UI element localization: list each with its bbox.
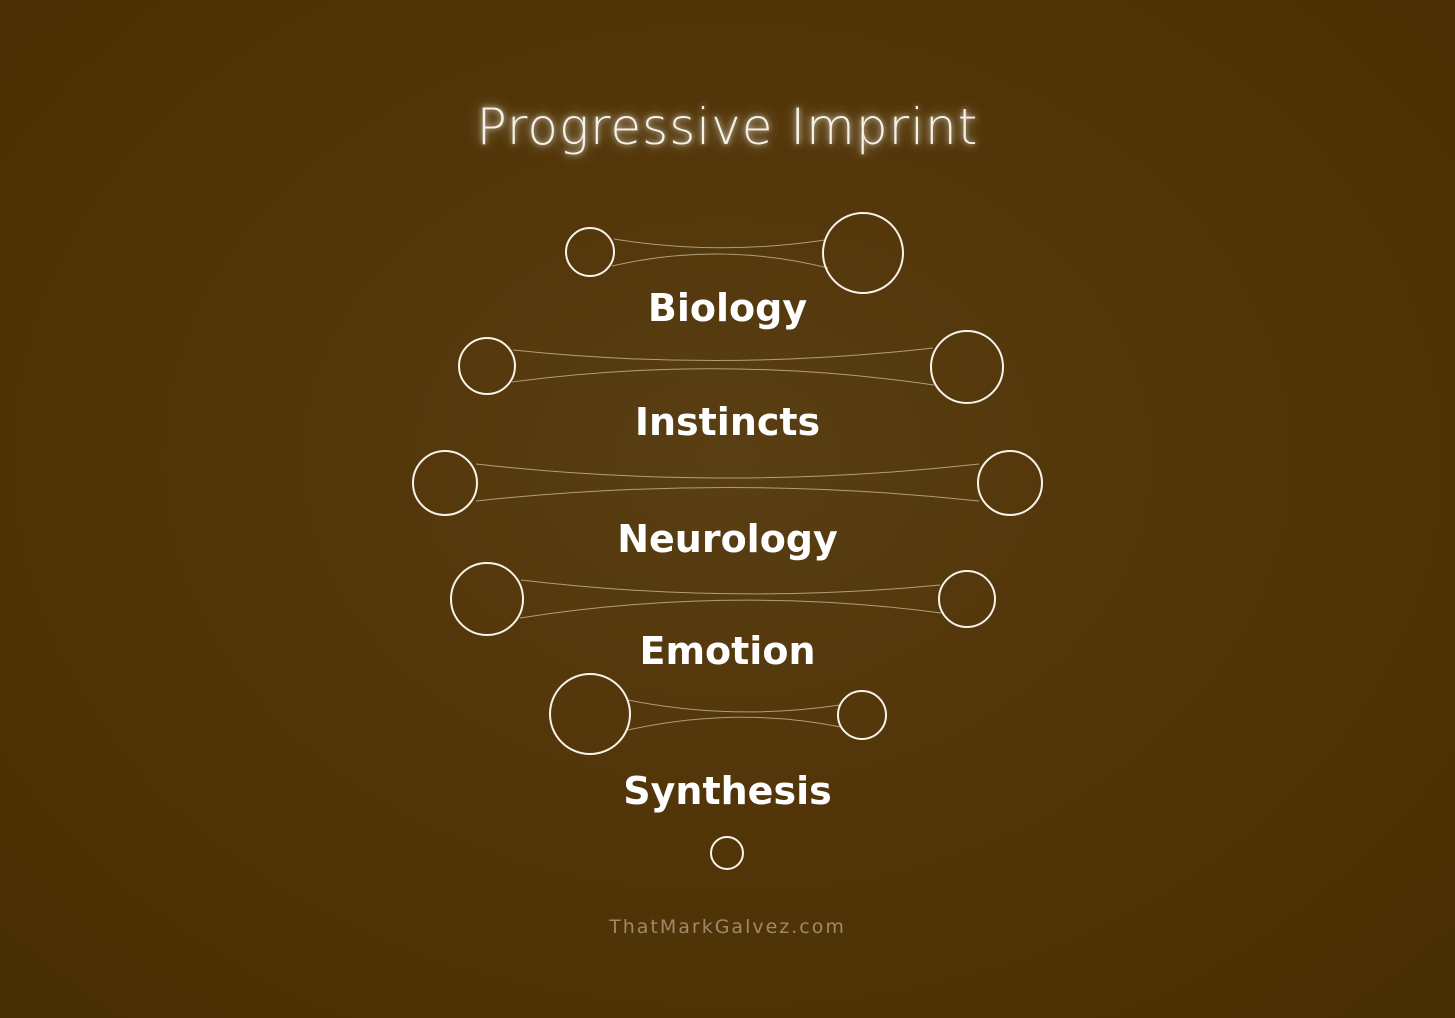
diagram-title: Progressive Imprint [476,98,979,156]
connector-1-right-node [822,212,904,294]
connector-5-right-node [837,690,887,740]
connector-3 [412,450,1043,516]
connector-5-left-node [549,673,631,755]
connector-3-right-node [977,450,1043,516]
connector-2-thread-bottom [511,368,935,386]
connector-3-thread-bottom [475,487,980,502]
stage-label-instincts: Instincts [634,400,821,444]
stage-label-synthesis: Synthesis [623,769,832,813]
connector-4-thread-bottom [519,599,942,619]
connector-1-thread-bottom [611,253,829,269]
connector-5-thread-top [627,699,841,713]
connector-2 [458,330,1004,404]
connector-3-thread-top [475,463,980,479]
stage-label-biology: Biology [647,286,808,330]
connector-4-thread-top [520,579,941,595]
connector-4-right-node [938,570,996,628]
connector-1 [565,212,904,294]
website-credit: ThatMarkGalvez.com [609,916,846,938]
connector-4 [450,562,996,636]
connector-1-left-node [565,227,615,277]
stage-label-neurology: Neurology [617,517,838,561]
connector-5 [549,673,887,755]
connector-1-thread-top [613,238,826,249]
connector-3-left-node [412,450,478,516]
connector-2-thread-top [512,347,934,362]
connector-2-left-node [458,337,516,395]
connector-5-thread-bottom [627,716,842,731]
stage-label-emotion: Emotion [639,629,816,673]
connector-4-left-node [450,562,524,636]
end-node [710,836,744,870]
connector-2-right-node [930,330,1004,404]
